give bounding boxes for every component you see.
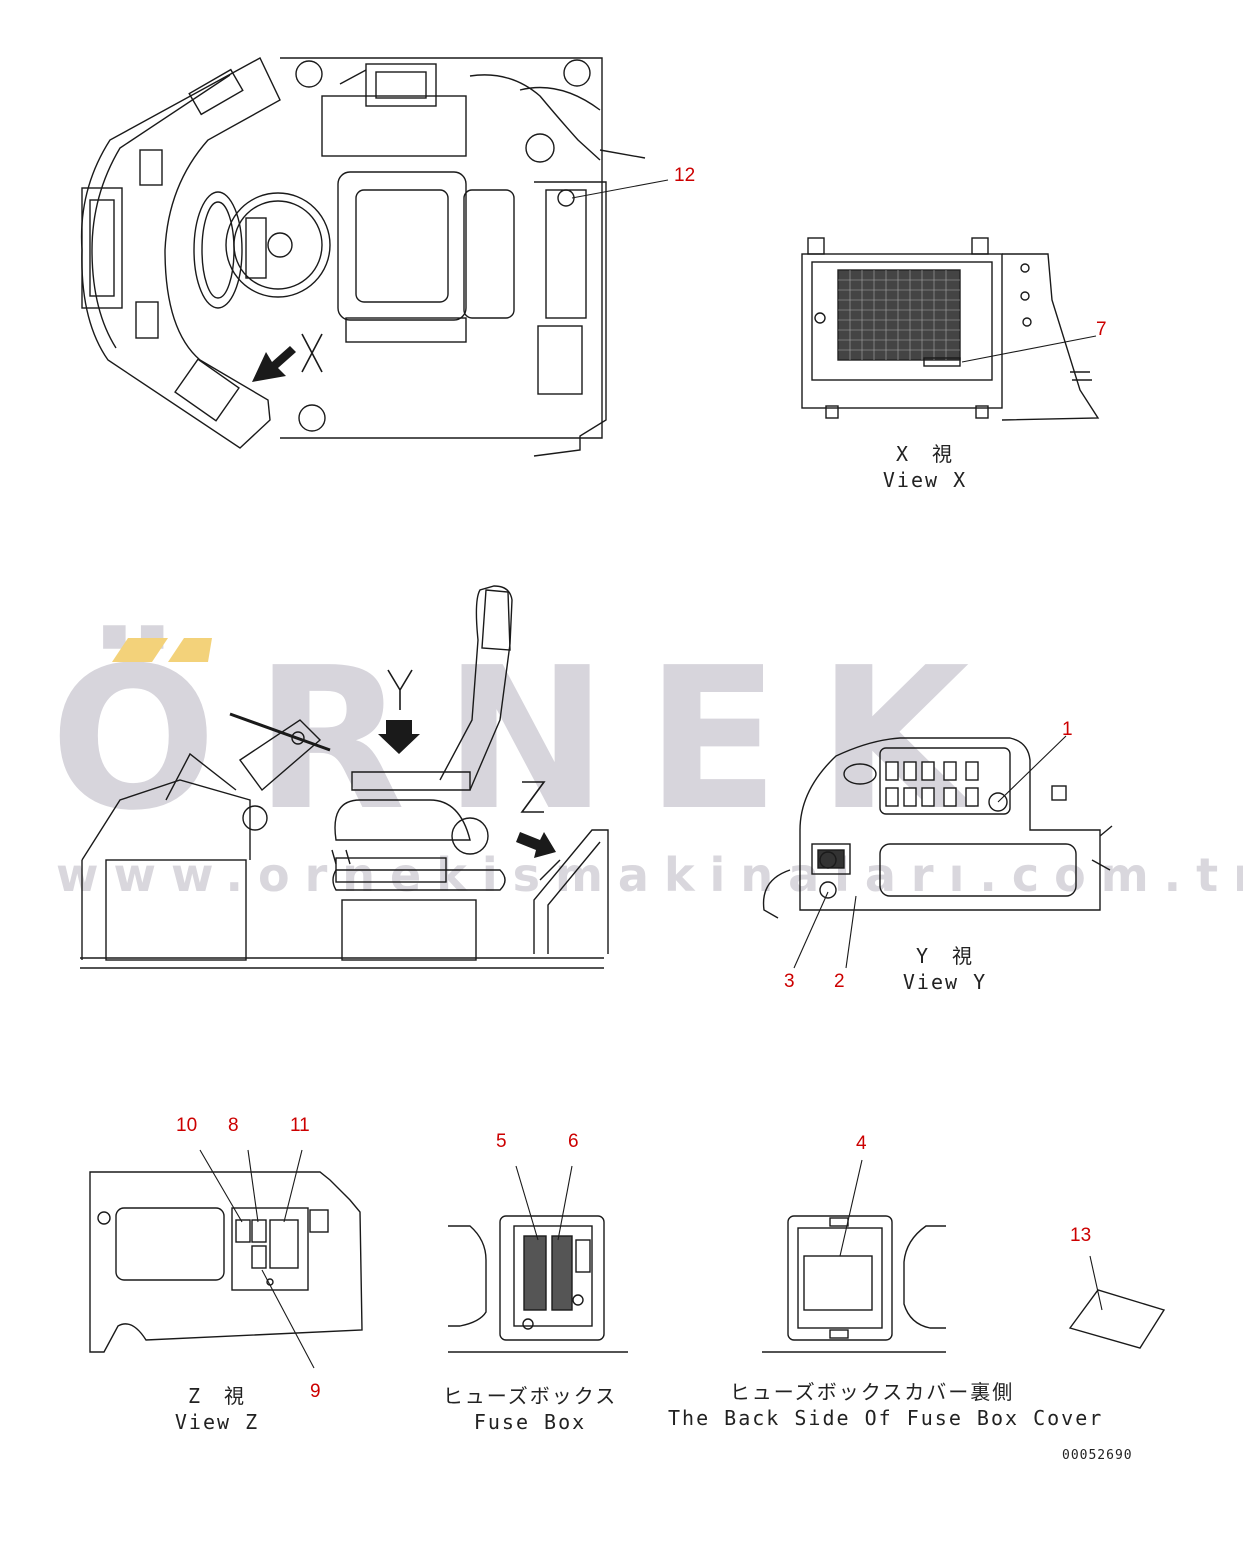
callout-2: 2 [834, 971, 845, 992]
document-number: 00052690 [1062, 1448, 1133, 1463]
callout-10: 10 [176, 1115, 198, 1136]
callout-13: 13 [1070, 1225, 1092, 1246]
top-view-cab-plan [80, 57, 669, 457]
view-x-caption-en: View X [882, 468, 968, 492]
fuse-box-drawing [448, 1165, 628, 1353]
view-z-panel [89, 1149, 363, 1369]
side-view-cab [80, 585, 609, 969]
watermark-brand: ÖRNEK [50, 626, 1008, 854]
callout-6: 6 [568, 1131, 579, 1152]
callout-9: 9 [310, 1381, 321, 1402]
view-y-caption-jp: Y 視 [915, 944, 975, 968]
view-x-panel [801, 237, 1100, 421]
view-x-arrow-label: X [302, 330, 322, 354]
callout-5: 5 [496, 1131, 507, 1152]
watermark-accent-marks [112, 638, 212, 662]
fuse-box-caption-jp: ヒューズボックス [442, 1384, 618, 1408]
view-z-arrow [516, 832, 556, 858]
callout-3: 3 [784, 971, 795, 992]
callout-7: 7 [1096, 319, 1107, 340]
fuse-box-cover-caption-en: The Back Side Of Fuse Box Cover [668, 1406, 1104, 1430]
callout-11: 11 [290, 1115, 310, 1136]
loose-label-drawing [1068, 1255, 1166, 1349]
view-x-arrow [252, 346, 296, 382]
view-z-caption-en: View Z [174, 1410, 260, 1434]
callout-1: 1 [1062, 719, 1073, 740]
view-y-console [762, 735, 1113, 969]
fuse-box-caption-en: Fuse Box [473, 1410, 587, 1434]
callout-4: 4 [856, 1133, 867, 1154]
callout-12: 12 [674, 165, 696, 186]
fuse-box-cover-drawing [762, 1159, 946, 1353]
view-z-caption-jp: Z 視 [187, 1384, 247, 1408]
watermark-url: www.ornekismakinaları.com.tr [56, 848, 1243, 902]
view-x-caption-jp: X 視 [895, 442, 955, 466]
fuse-box-cover-caption-jp: ヒューズボックスカバー裏側 [729, 1380, 1015, 1404]
view-y-arrow [378, 720, 420, 754]
view-y-caption-en: View Y [902, 970, 988, 994]
callout-8: 8 [228, 1115, 239, 1136]
